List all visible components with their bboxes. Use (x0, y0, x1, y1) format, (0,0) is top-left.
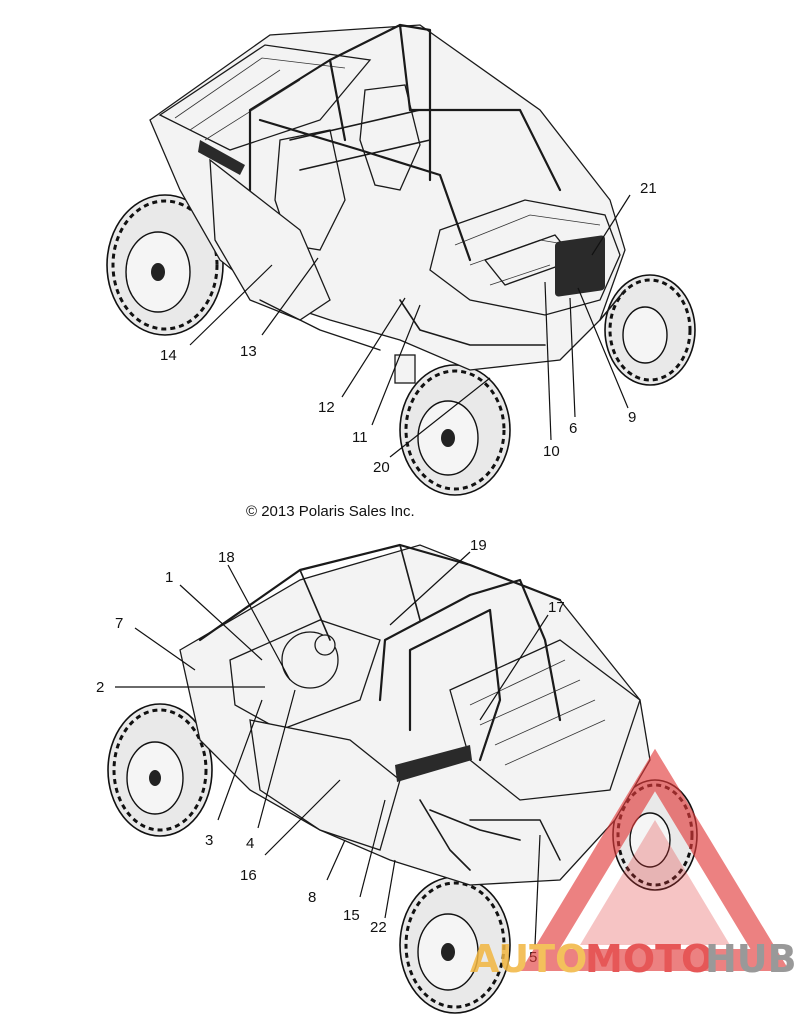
callout-14: 14 (160, 347, 177, 364)
callout-18: 18 (218, 549, 235, 566)
callout-8: 8 (308, 889, 316, 906)
callout-21: 21 (640, 180, 657, 197)
top-vehicle-illustration (106, 23, 696, 496)
callout-4: 4 (246, 835, 254, 852)
callout-1: 1 (165, 569, 173, 586)
warning-triangle-icon (520, 748, 790, 971)
copyright-notice: © 2013 Polaris Sales Inc. (246, 503, 415, 520)
watermark-hub: HUB (705, 937, 797, 981)
callout-12: 12 (318, 399, 335, 416)
watermark-moto: MOTO (585, 937, 713, 981)
callout-16: 16 (240, 867, 257, 884)
callout-20: 20 (373, 459, 390, 476)
callout-17: 17 (548, 599, 565, 616)
callout-15: 15 (343, 907, 360, 924)
callout-7: 7 (115, 615, 123, 632)
callout-2: 2 (96, 679, 104, 696)
callout-9: 9 (628, 409, 636, 426)
wheel-front-left (399, 364, 511, 496)
bottom-vehicle-illustration (107, 543, 698, 1014)
callout-13: 13 (240, 343, 257, 360)
callout-6: 6 (569, 420, 577, 437)
wheel-rear-left (106, 194, 224, 336)
wheel-rear-left-bottom (107, 703, 213, 837)
top-callouts: 21 14 13 12 11 10 6 9 20 (160, 180, 657, 476)
callout-22: 22 (370, 919, 387, 936)
callout-11: 11 (352, 429, 368, 446)
wheel-front-right (604, 274, 696, 386)
callout-3: 3 (205, 832, 213, 849)
callout-19: 19 (470, 537, 487, 554)
bottom-callout-leaders (115, 551, 549, 946)
callout-10: 10 (543, 443, 560, 460)
top-callout-leaders (189, 194, 631, 458)
watermark-auto: AUTO (470, 937, 587, 981)
wheel-front-left-bottom (399, 876, 511, 1014)
watermark-logo: AUTO MOTO HUB (470, 748, 797, 981)
